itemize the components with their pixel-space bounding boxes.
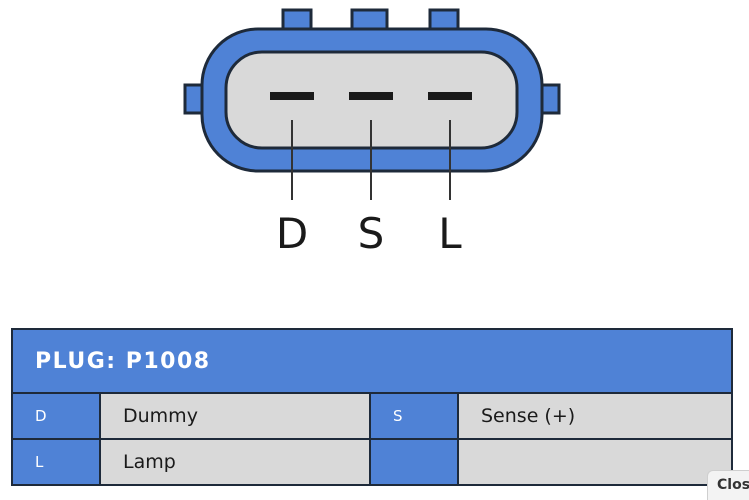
pin-code-cell <box>371 440 459 484</box>
pin-description-cell <box>459 440 731 484</box>
pin-s: S <box>349 92 393 258</box>
pin-terminal <box>349 92 393 100</box>
table-row: L Lamp <box>13 438 731 484</box>
close-button[interactable]: Close <box>707 470 749 500</box>
plug-title: PLUG: P1008 <box>13 330 731 394</box>
pin-table: PLUG: P1008 D Dummy S Sense (+) L Lamp <box>11 328 733 486</box>
pin-terminal <box>270 92 314 100</box>
pin-description-cell: Lamp <box>101 440 371 484</box>
pin-d: D <box>270 92 314 258</box>
pin-l: L <box>428 92 472 258</box>
table-row: D Dummy S Sense (+) <box>13 394 731 438</box>
pin-code-cell: D <box>13 394 101 438</box>
pin-description-cell: Sense (+) <box>459 394 731 438</box>
pin-label: D <box>276 209 308 258</box>
pin-description-cell: Dummy <box>101 394 371 438</box>
pin-label: L <box>438 209 462 258</box>
pin-label: S <box>358 209 385 258</box>
pin-code-cell: L <box>13 440 101 484</box>
pin-terminal <box>428 92 472 100</box>
pin-code-cell: S <box>371 394 459 438</box>
